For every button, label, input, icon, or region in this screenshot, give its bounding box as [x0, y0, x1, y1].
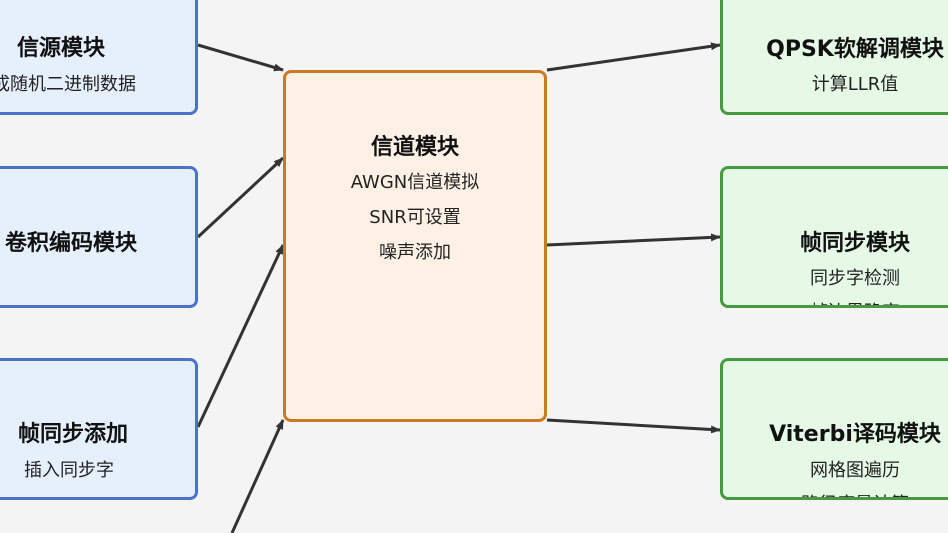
node-source-line-1: 成随机二进制数据	[0, 74, 136, 95]
node-frame-sync: 帧同步模块 同步字检测 帧边界确定	[720, 166, 948, 308]
node-channel-line-2: SNR可设置	[369, 207, 461, 228]
node-frame-sync-add: 帧同步添加 插入同步字	[0, 358, 198, 500]
node-frame-sync-line-2: 帧边界确定	[723, 298, 948, 305]
node-channel: 信道模块 AWGN信道模拟 SNR可设置 噪声添加	[283, 70, 547, 422]
node-frame-sync-line-1: 同步字检测	[810, 268, 900, 289]
node-qpsk: QPSK软解调模块 计算LLR值	[720, 0, 948, 115]
node-channel-line-3: 噪声添加	[379, 242, 451, 263]
node-viterbi: Viterbi译码模块 网格图遍历 路径度量计算	[720, 358, 948, 500]
node-channel-line-1: AWGN信道模拟	[350, 172, 480, 193]
edge-offscreen-to-channel	[230, 419, 285, 533]
node-viterbi-line-2: 路径度量计算	[723, 490, 948, 497]
node-qpsk-title: QPSK软解调模块	[766, 37, 944, 62]
edge-channel-to-frame-sync	[546, 233, 721, 247]
edge-channel-to-viterbi	[546, 418, 721, 434]
node-frame-sync-add-line-1: 插入同步字	[24, 460, 114, 481]
node-encoder: 卷积编码模块	[0, 166, 198, 308]
node-viterbi-line-1: 网格图遍历	[810, 460, 900, 481]
node-channel-title: 信道模块	[370, 135, 459, 160]
edge-encoder-to-channel	[196, 156, 285, 239]
node-viterbi-title: Viterbi译码模块	[769, 422, 941, 447]
node-frame-sync-title: 帧同步模块	[799, 231, 910, 256]
node-encoder-title: 卷积编码模块	[4, 231, 137, 256]
node-frame-sync-add-title: 帧同步添加	[17, 422, 128, 447]
edge-frame-sync-add-to-channel	[196, 244, 285, 428]
edge-source-to-channel	[197, 43, 284, 72]
node-qpsk-line-1: 计算LLR值	[811, 74, 899, 95]
node-source-title: 信源模块	[16, 36, 105, 61]
edge-channel-to-qpsk	[546, 42, 721, 72]
node-source: 信源模块 成随机二进制数据	[0, 0, 198, 115]
